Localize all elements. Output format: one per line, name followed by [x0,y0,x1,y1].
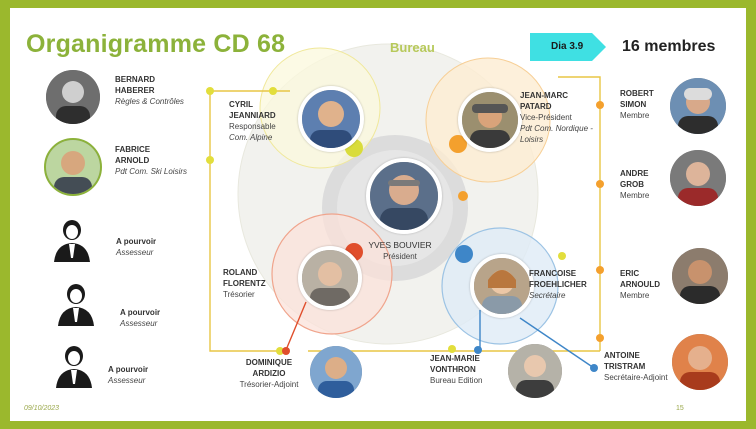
photo-andre [670,150,726,206]
member-cyril: CYRIL JEANNIARD Responsable Com. Alpine [229,99,276,143]
photo-roland [298,246,362,310]
member-robert: ROBERT SIMON Membre [620,88,654,121]
member-roland: ROLAND FLORENTZ Trésorier [223,267,266,300]
photo-cyril [298,86,364,152]
member-name: ERIC ARNOULD [620,269,660,289]
photo-fabrice [44,138,102,196]
photo-president [366,158,442,234]
member-role: Membre [620,111,650,120]
member-role: Trésorier [223,290,255,299]
member-name: FABRICE ARNOLD [115,145,151,165]
member-role: Bureau Edition [430,376,483,385]
member-name: ROBERT SIMON [620,89,654,109]
members-count: 16 membres [622,38,716,55]
photo-bernard [46,70,100,124]
member-role: Membre [620,291,650,300]
member-role: Règles & Contrôles [115,97,184,106]
dot-president [458,191,468,201]
member-role: Trésorier-Adjoint [239,380,299,389]
photo-francoise [470,254,534,318]
member-name: DOMINIQUE ARDIZIO [245,358,293,378]
member-role: Assesseur [108,376,146,385]
member-andre: ANDRE GROB Membre [620,168,649,201]
member-role: Secrétaire-Adjoint [604,373,668,382]
photo-robert [670,78,726,134]
member-role: Assesseur [120,319,158,328]
footer-page-number: 15 [676,405,684,412]
member-role: Pdt Com. Ski Loisirs [115,167,188,176]
member-name: A pourvoir [108,365,149,374]
member-role: Vice-Président [520,113,572,122]
vacant-person-icon [56,346,92,388]
photo-antoine [672,334,728,390]
member-role: Assesseur [116,248,154,257]
member-bernard: BERNARD HABERER Règles & Contrôles [115,74,184,107]
member-name: CYRIL JEANNIARD [229,100,276,120]
member-name: A pourvoir [116,237,157,246]
member-sub-role: Com. Alpine [229,133,273,142]
member-name: BERNARD HABERER [115,75,155,95]
member-sub-role: Pdt Com. Nordique - Loisirs [520,124,593,144]
member-name: ANTOINE TRISTRAM [604,351,646,371]
member-name: YVES BOUVIER [368,240,432,250]
member-name: FRANCOISE FROEHLICHER [529,269,587,289]
member-president: YVES BOUVIER Président [360,240,440,262]
connector-antoine [519,317,595,369]
member-role: Responsable [229,122,276,131]
dot-francoise [455,245,473,263]
dia-badge [530,33,606,61]
photo-eric [672,248,728,304]
connector-dots [206,87,604,372]
connector-dominique [285,301,307,351]
member-role: Membre [620,191,650,200]
dot-jeanmarc [449,135,467,153]
member-francoise: FRANCOISE FROEHLICHER Secrétaire [529,268,587,301]
member-role: Secrétaire [529,291,566,300]
member-vacant-1: A pourvoir Assesseur [116,236,156,258]
photo-jeanmarc [458,88,522,152]
member-vacant-3: A pourvoir Assesseur [108,364,148,386]
bureau-label: Bureau [390,40,435,55]
member-eric: ERIC ARNOULD Membre [620,268,660,301]
member-name: JEAN-MARIE VONTHRON [430,354,480,374]
photo-jeanmarie [508,344,562,398]
member-jeanmarie: JEAN-MARIE VONTHRON Bureau Edition [430,353,482,386]
member-name: A pourvoir [120,308,161,317]
member-name: JEAN-MARC PATARD [520,91,568,111]
slide: Organigramme CD 68 Bureau Dia 3.9 16 mem… [10,8,746,421]
member-jeanmarc: JEAN-MARC PATARD Vice-Président Pdt Com.… [520,90,593,145]
page-title: Organigramme CD 68 [26,30,286,58]
vacant-person-icon [54,220,90,262]
photo-dominique [310,346,362,398]
dia-badge-label: Dia 3.9 [551,41,584,52]
member-antoine: ANTOINE TRISTRAM Secrétaire-Adjoint [604,350,668,383]
member-name: ANDRE GROB [620,169,649,189]
member-dominique: DOMINIQUE ARDIZIO Trésorier-Adjoint [236,357,302,390]
vacant-person-icon [58,284,94,326]
member-role: Président [383,252,417,261]
member-vacant-2: A pourvoir Assesseur [120,307,160,329]
member-fabrice: FABRICE ARNOLD Pdt Com. Ski Loisirs [115,144,187,177]
member-name: ROLAND FLORENTZ [223,268,266,288]
footer-date: 09/10/2023 [24,405,60,412]
